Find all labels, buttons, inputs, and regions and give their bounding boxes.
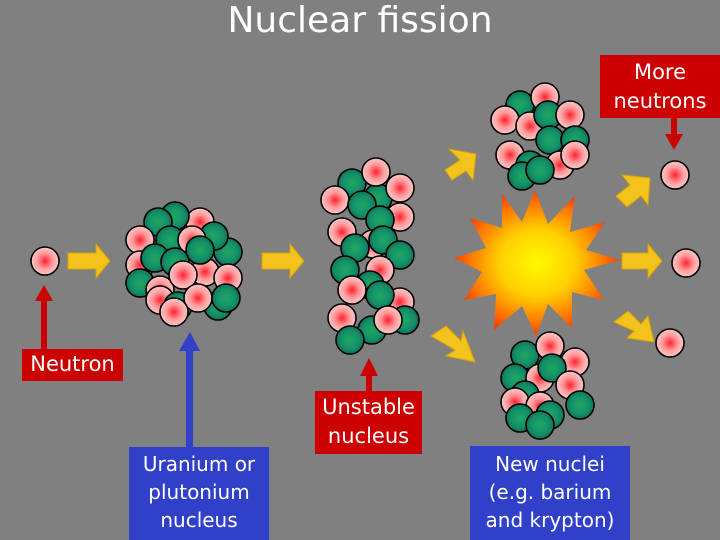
uranium-arrow-shaft [186,350,193,447]
new-nuclei-line-2: (e.g. barium [488,480,612,504]
released-neutron-bottom [655,328,685,358]
incoming-neutron-proton [30,246,60,276]
arrow-nucleus-to-unstable-icon [261,242,305,280]
new-nuclei-line-3: and krypton) [485,508,615,532]
uranium-nucleus-neutron [185,235,215,265]
annotation-boxes [22,55,720,540]
more-neutrons-label: More neutrons [600,58,720,116]
more-neutrons-line-2: neutrons [613,89,707,113]
unstable-arrow-shaft [366,376,372,391]
unstable-line-1: Unstable [322,395,415,419]
unstable-nucleus [320,157,420,355]
unstable-nucleus-neutron [335,325,365,355]
released-neutron-bottom-proton [655,328,685,358]
particle-groups [30,82,701,440]
product-nucleus-bottom-neutron [525,410,555,440]
more-neutrons-box [600,55,720,118]
uranium-line-1: Uranium or [142,452,256,476]
arrow-neutron-to-nucleus-icon [67,242,111,280]
product-nucleus-top-neutron [535,125,565,155]
product-nucleus-top-neutron [525,155,555,185]
more-neutrons-arrow-head-icon [665,134,683,150]
new-nuclei-box [470,446,630,540]
product-nucleus-bottom-neutron [537,353,567,383]
more-neutrons-arrow-shaft [671,118,677,136]
explosion-burst [454,190,620,336]
unstable-arrow-head-icon [360,358,378,376]
unstable-nucleus-proton [373,305,403,335]
arrow-to-neutron-bottom-icon [613,310,655,343]
product-nucleus-bottom-neutron [565,390,595,420]
unstable-nucleus-neutron [385,240,415,270]
unstable-nucleus-label: Unstable nucleus [315,393,422,451]
unstable-nucleus-proton [337,275,367,305]
uranium-line-2: plutonium [148,480,250,504]
uranium-label: Uranium or plutonium nucleus [129,450,269,534]
neutron-text: Neutron [30,352,115,376]
uranium-nucleus [125,201,243,327]
page-title: Nuclear fission [227,0,493,41]
product-nucleus-top [490,82,590,191]
yellow-arrows [67,148,663,363]
neutron-box [22,349,123,381]
released-neutron-mid [671,248,701,278]
uranium-box [129,447,269,540]
unstable-nucleus-neutron [365,280,395,310]
arrow-to-neutron-top-icon [615,174,651,208]
unstable-nucleus-proton [385,173,415,203]
uranium-nucleus-proton [168,260,198,290]
arrow-to-neutron-mid-icon [621,242,663,280]
uranium-nucleus-neutron [211,283,241,313]
product-nucleus-top-proton [555,100,585,130]
unstable-nucleus-proton [361,157,391,187]
more-neutrons-line-1: More [633,60,687,84]
uranium-arrow-head-icon [179,332,200,351]
uranium-line-3: nucleus [160,508,238,532]
neutron-arrow-shaft [41,300,47,349]
arrow-up-right-icon [444,148,477,182]
incoming-neutron [30,246,60,276]
unstable-line-2: nucleus [327,424,410,448]
product-nucleus-top-proton [490,105,520,135]
product-nucleus-bottom [500,331,595,440]
unstable-nucleus-proton [320,185,350,215]
arrow-down-right-icon [430,325,476,363]
neutron-label: Neutron [22,350,123,379]
new-nuclei-label: New nuclei (e.g. barium and krypton) [470,450,630,534]
new-nuclei-line-1: New nuclei [495,452,605,476]
product-nucleus-top-proton [560,140,590,170]
unstable-box [315,391,422,454]
uranium-nucleus-proton [159,297,189,327]
released-neutron-top [660,160,690,190]
released-neutron-top-proton [660,160,690,190]
uranium-nucleus-proton [183,283,213,313]
released-neutron-mid-proton [671,248,701,278]
neutron-arrow-head-icon [35,285,53,301]
